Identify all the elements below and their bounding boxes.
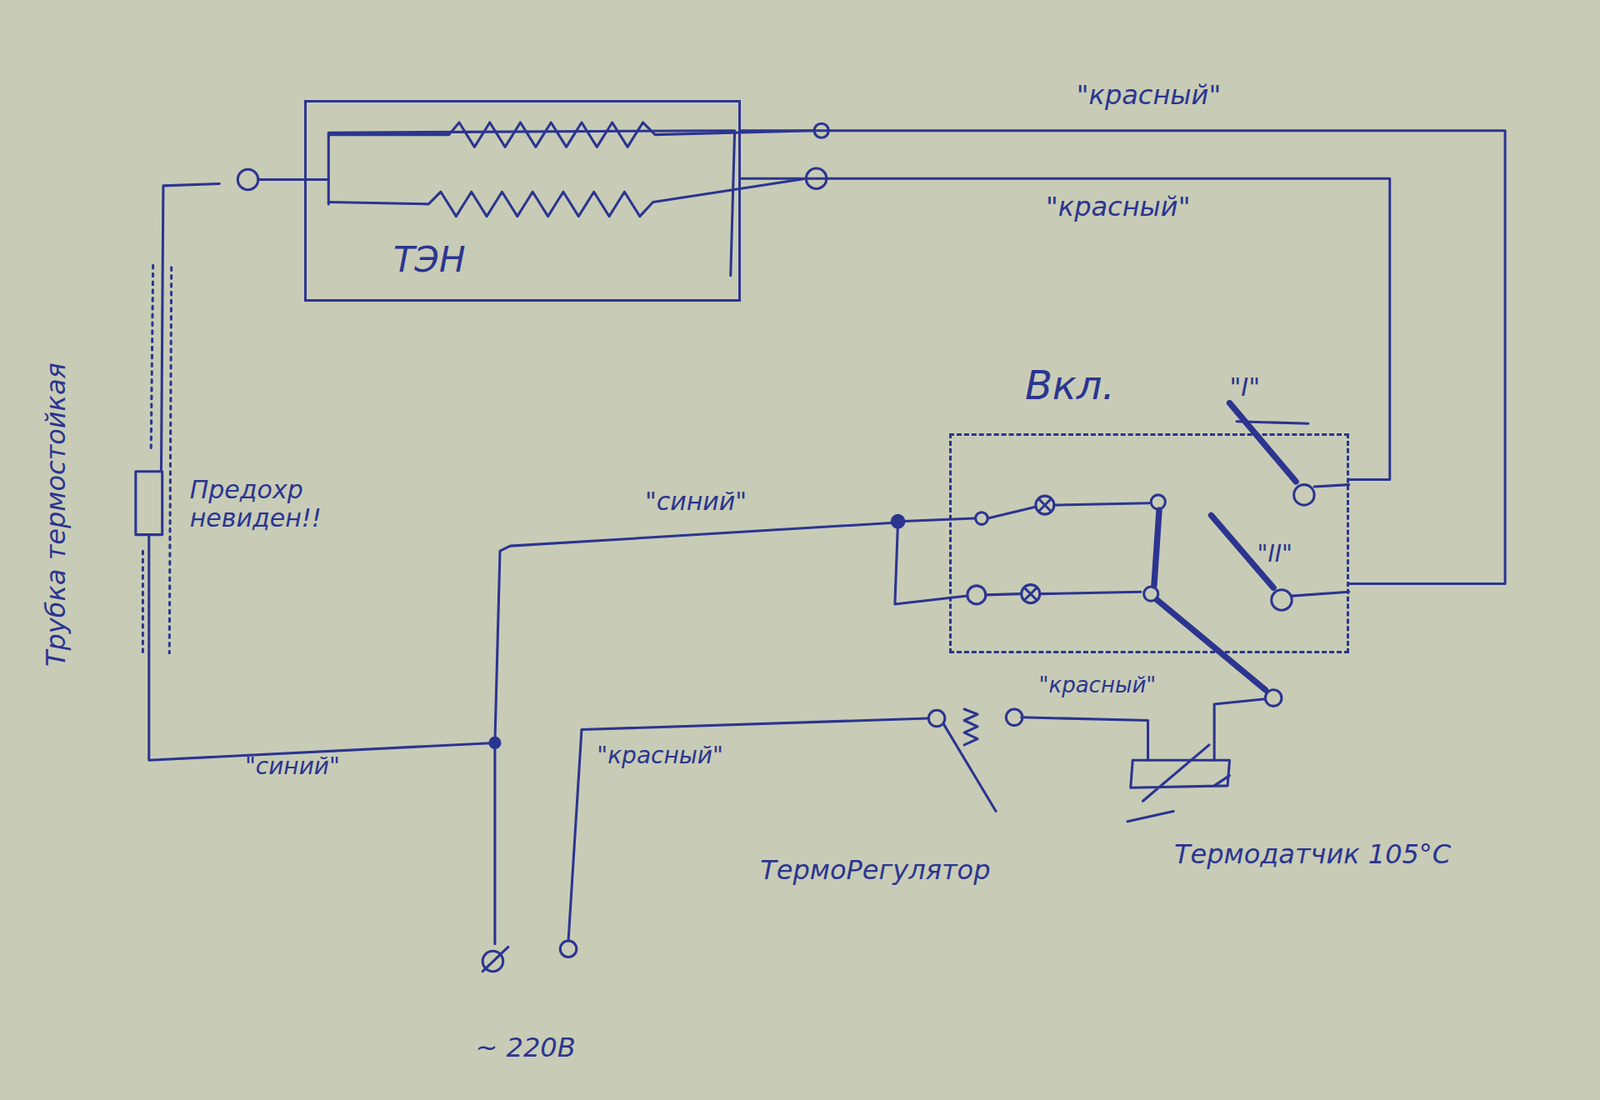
note-label: ~ 220В	[475, 1032, 576, 1064]
lamp-symbol	[1024, 587, 1141, 600]
note-label: Трубка термостойкая	[40, 362, 72, 667]
note-label: ТермоРегулятор	[760, 855, 990, 886]
terminal	[560, 940, 577, 958]
wire	[568, 718, 929, 941]
note-label: "синий"	[245, 753, 340, 780]
underline	[1236, 421, 1309, 424]
switch-link	[1154, 403, 1296, 690]
note-label: "I"	[1230, 373, 1260, 403]
terminal	[237, 169, 258, 190]
terminal	[1294, 485, 1315, 505]
note-label: Термодатчик 105°С	[1135, 839, 1452, 870]
wire	[1291, 485, 1350, 596]
wire-color-label: "красный"	[1076, 80, 1221, 111]
note-label: Предохр невиден!!	[190, 475, 415, 534]
resistor-symbol	[328, 178, 806, 216]
terminal	[1265, 690, 1282, 707]
circuit-block: ТЭН	[304, 100, 741, 302]
terminal	[1150, 495, 1165, 510]
terminal	[967, 585, 986, 605]
terminal	[975, 512, 989, 525]
note-label: "II"	[1257, 540, 1293, 568]
note-label: "красный"	[596, 742, 724, 770]
note-label: "синий"	[645, 487, 747, 517]
thermostat-spring	[964, 709, 978, 745]
wire-connector	[740, 130, 1505, 585]
wire	[258, 178, 329, 181]
terminal	[1005, 709, 1023, 726]
wire	[895, 518, 975, 605]
wire-color-label: "красный"	[1045, 191, 1190, 223]
thermo-sensor-symbol	[1127, 745, 1230, 822]
fuse-symbol	[135, 471, 163, 535]
heat-tube	[142, 265, 171, 653]
note-label: "красный"	[1039, 673, 1157, 699]
block-title: ТЭН	[393, 240, 466, 280]
lamp-symbol	[1039, 499, 1150, 512]
terminal	[928, 710, 945, 727]
block-title: Вкл.	[1025, 362, 1115, 409]
terminal	[1271, 590, 1292, 610]
wire	[1021, 699, 1266, 760]
wire	[987, 507, 1035, 519]
thermostat-lever	[944, 724, 996, 811]
wire	[482, 946, 509, 971]
wire	[985, 594, 1021, 595]
wire	[149, 183, 495, 760]
